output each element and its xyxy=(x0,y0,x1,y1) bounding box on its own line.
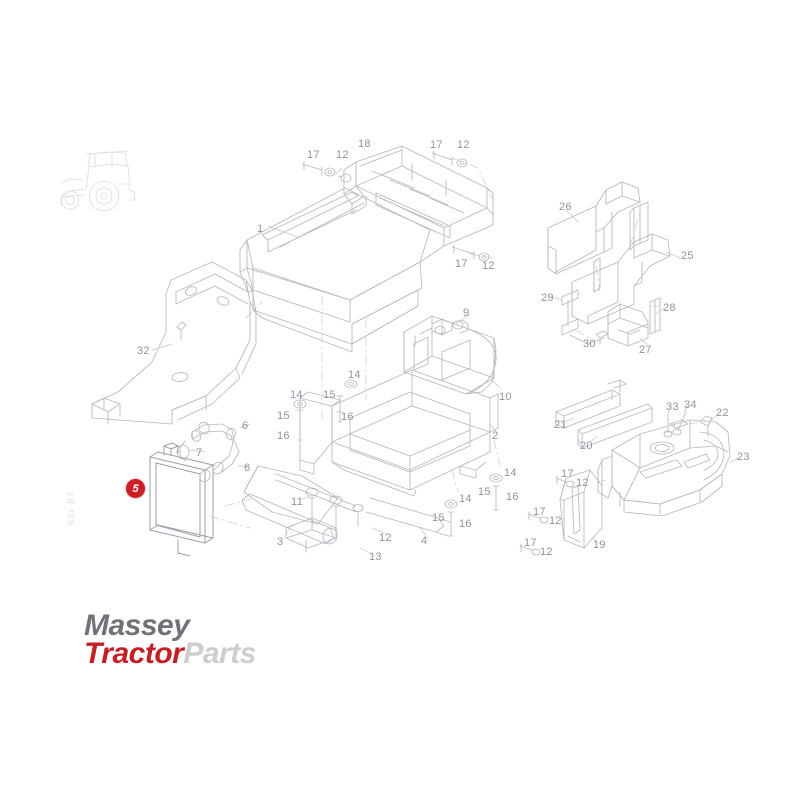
callout-label-3[interactable]: 3 xyxy=(277,536,284,548)
callout-label-16[interactable]: 16 xyxy=(277,430,290,442)
callout-label-16[interactable]: 16 xyxy=(459,518,472,530)
callout-label-18[interactable]: 18 xyxy=(358,138,371,150)
parts-3-4-11-13-supports xyxy=(241,465,451,553)
callout-label-16[interactable]: 16 xyxy=(506,491,519,503)
callout-label-23[interactable]: 23 xyxy=(737,451,750,463)
callout-label-14[interactable]: 14 xyxy=(290,389,303,401)
assembly-centerlines xyxy=(209,157,707,529)
callout-label-17[interactable]: 17 xyxy=(307,149,320,161)
callout-label-1[interactable]: 1 xyxy=(257,223,264,235)
callout-label-4[interactable]: 4 xyxy=(421,535,428,547)
parts-6-7-8-hoses xyxy=(176,421,240,483)
callout-label-33[interactable]: 33 xyxy=(666,401,679,413)
callout-label-12[interactable]: 12 xyxy=(576,477,589,489)
callout-label-12[interactable]: 12 xyxy=(457,139,470,151)
callout-label-12[interactable]: 12 xyxy=(549,515,562,527)
callout-label-26[interactable]: 26 xyxy=(559,201,572,213)
brand-second-line: TractorParts xyxy=(84,636,256,670)
callout-label-15[interactable]: 15 xyxy=(432,512,445,524)
diagram-side-code: 63x B7 xyxy=(66,490,76,526)
callout-label-17[interactable]: 17 xyxy=(455,258,468,270)
part-32-fender xyxy=(91,261,257,425)
fasteners-bolts-washers xyxy=(301,150,575,556)
callout-label-15[interactable]: 15 xyxy=(277,410,290,422)
part-19-side-panel xyxy=(559,469,603,549)
callout-label-6[interactable]: 6 xyxy=(242,420,249,432)
callout-label-20[interactable]: 20 xyxy=(580,440,593,452)
part-5-radiator xyxy=(149,442,214,557)
callout-label-17[interactable]: 17 xyxy=(430,139,443,151)
callout-label-14[interactable]: 14 xyxy=(504,467,517,479)
callout-label-12[interactable]: 12 xyxy=(540,546,553,558)
callout-label-21[interactable]: 21 xyxy=(554,419,567,431)
callout-label-12[interactable]: 12 xyxy=(482,260,495,272)
callout-label-17[interactable]: 17 xyxy=(561,468,574,480)
parts-9-10-air-cleaner xyxy=(403,315,497,395)
brand-massey-text: Massey xyxy=(84,609,190,642)
callout-label-17[interactable]: 17 xyxy=(533,506,546,518)
brand-logo: Massey TractorParts xyxy=(84,609,256,670)
callout-label-14[interactable]: 14 xyxy=(459,493,472,505)
callout-label-6[interactable]: 6 xyxy=(244,462,251,474)
part-1-hood xyxy=(239,187,431,353)
callout-label-29[interactable]: 29 xyxy=(541,292,554,304)
brand-parts-text: Parts xyxy=(183,636,256,670)
fasteners-pin-stacks xyxy=(293,379,503,537)
part-18-top-grille xyxy=(343,145,494,263)
callout-label-2[interactable]: 2 xyxy=(492,430,499,442)
callout-label-32[interactable]: 32 xyxy=(137,345,150,357)
callout-label-25[interactable]: 25 xyxy=(681,250,694,262)
callout-label-12[interactable]: 12 xyxy=(336,149,349,161)
callout-label-28[interactable]: 28 xyxy=(663,302,676,314)
parts-33-34-22-fasteners xyxy=(663,411,713,438)
parts-29-30-brackets xyxy=(561,289,609,345)
callout-label-13[interactable]: 13 xyxy=(369,551,382,563)
highlighted-part-badge[interactable]: 5 xyxy=(126,479,145,498)
callout-label-15[interactable]: 15 xyxy=(478,486,491,498)
callout-label-14[interactable]: 14 xyxy=(348,369,361,381)
part-2-lower-pan xyxy=(299,369,499,497)
callout-label-34[interactable]: 34 xyxy=(684,399,697,411)
callout-label-7[interactable]: 7 xyxy=(196,447,203,459)
callout-label-9[interactable]: 9 xyxy=(463,307,470,319)
parts-27-28-guard xyxy=(607,297,661,347)
callout-label-22[interactable]: 22 xyxy=(716,407,729,419)
callout-label-10[interactable]: 10 xyxy=(499,391,512,403)
callout-leaders xyxy=(151,209,739,557)
tractor-icon xyxy=(60,150,136,212)
callout-label-12[interactable]: 12 xyxy=(379,532,392,544)
callout-label-19[interactable]: 19 xyxy=(593,539,606,551)
callout-label-27[interactable]: 27 xyxy=(639,344,652,356)
brand-tractor-text: Tractor xyxy=(84,636,184,670)
callout-label-30[interactable]: 30 xyxy=(583,338,596,350)
callout-label-11[interactable]: 11 xyxy=(291,496,304,508)
callout-label-16[interactable]: 16 xyxy=(341,411,354,423)
callout-label-15[interactable]: 15 xyxy=(323,389,336,401)
part-23-fuel-tank xyxy=(597,419,731,517)
parts-20-21-seals xyxy=(555,379,653,449)
callout-label-17[interactable]: 17 xyxy=(524,537,537,549)
